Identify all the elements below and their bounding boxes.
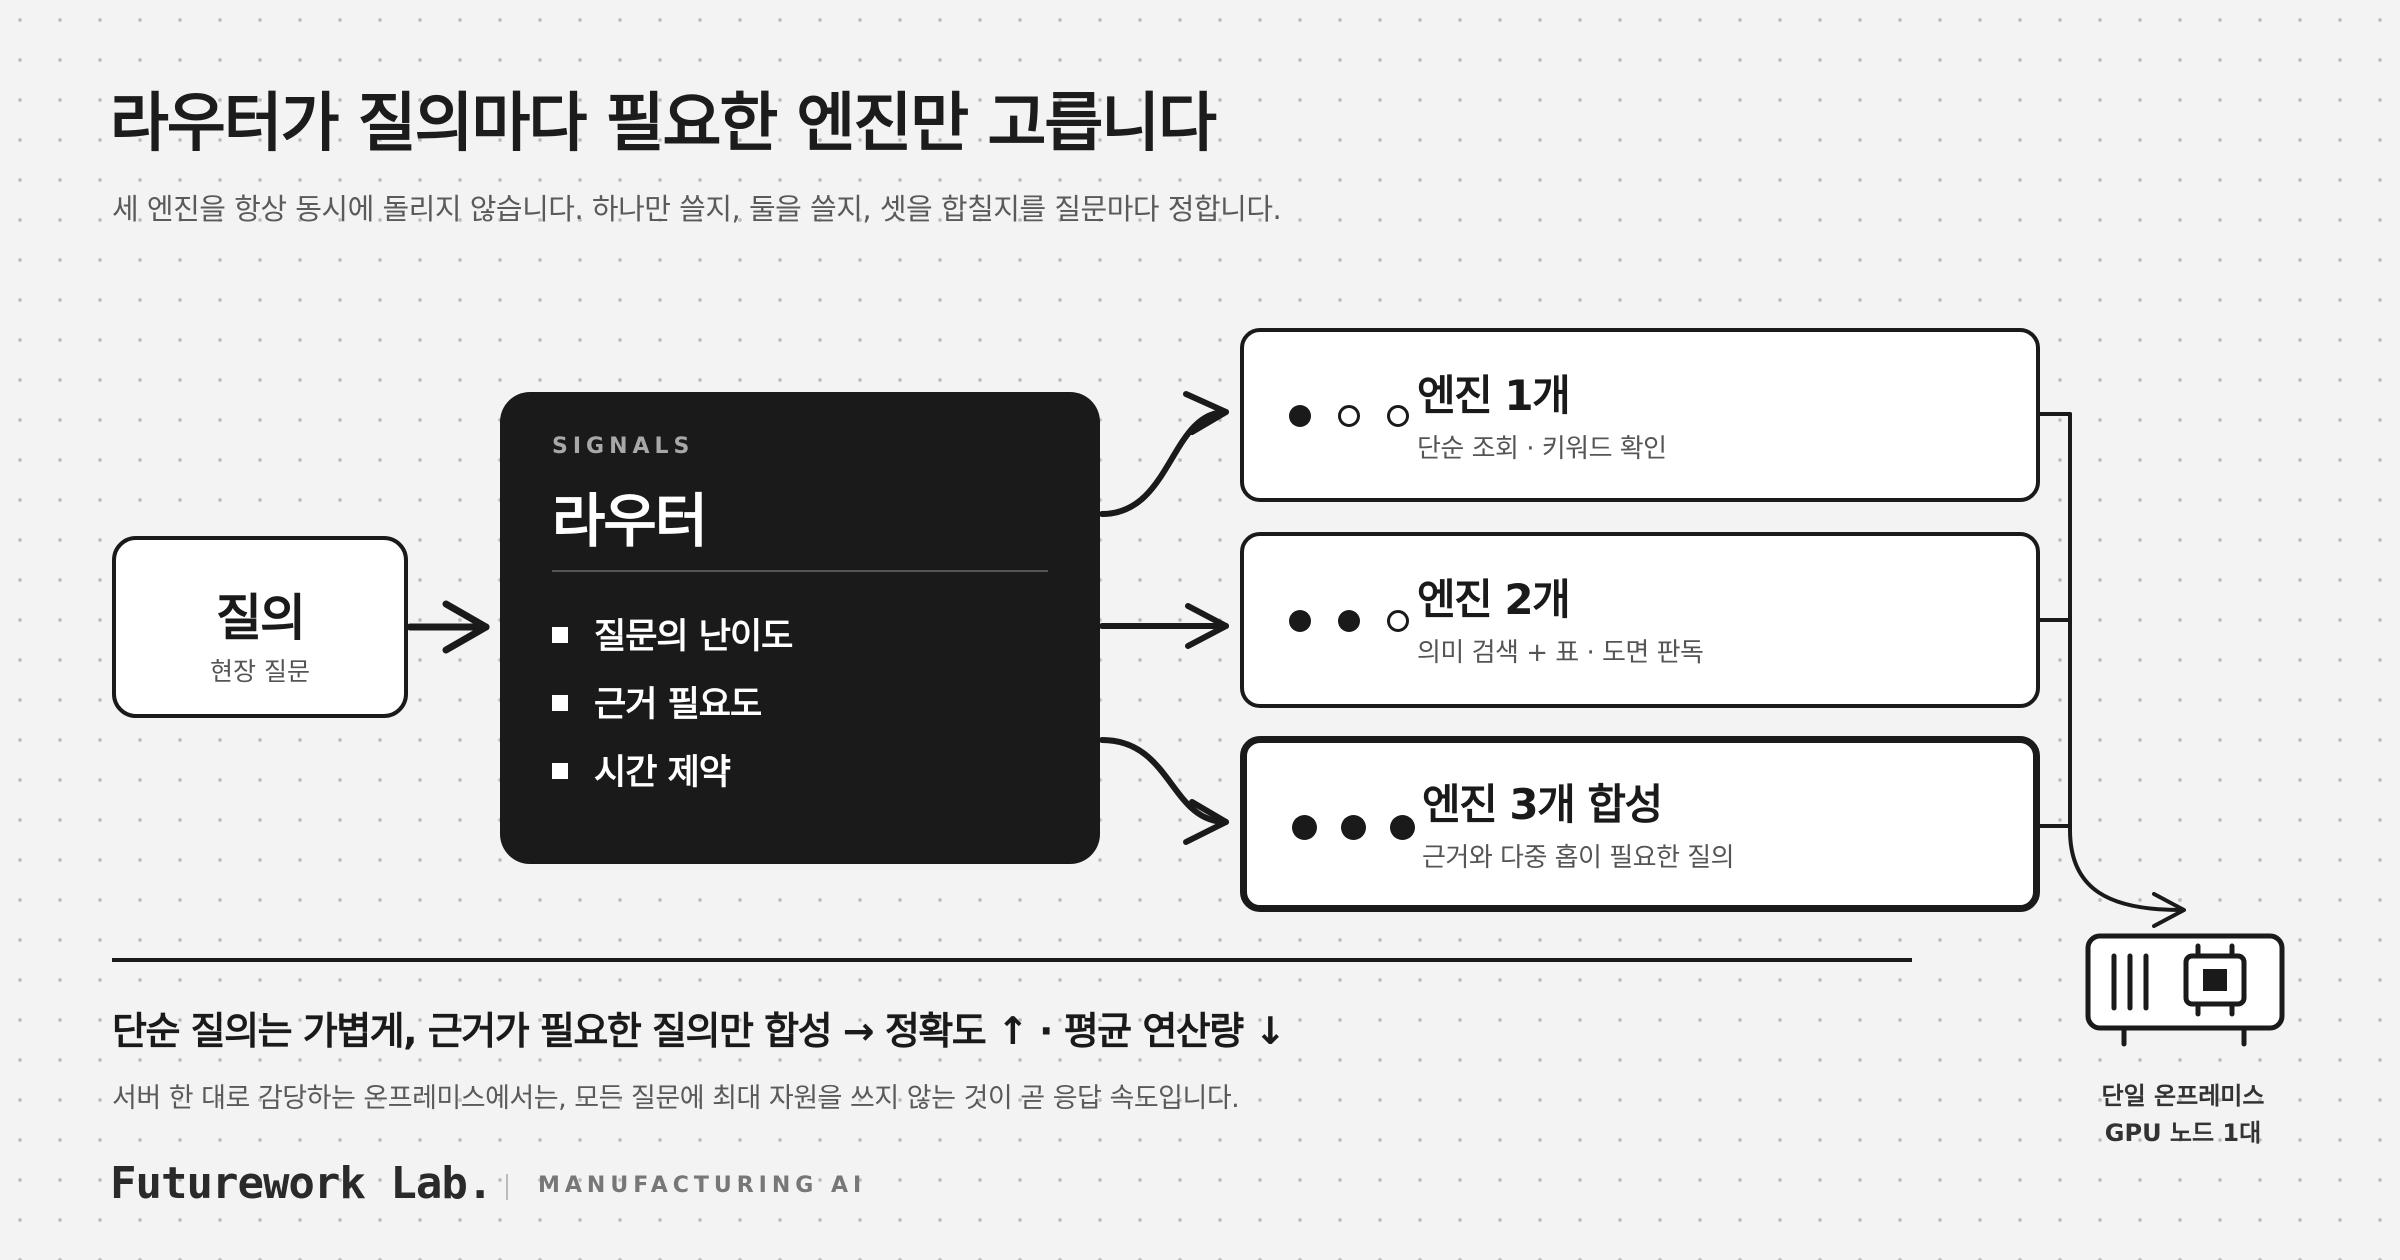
engine-dot-inactive: [1387, 405, 1409, 427]
bus-trunk: [2068, 412, 2182, 912]
engine-title: 엔진 2개: [1417, 575, 1571, 624]
engine-title: 엔진 3개 합성: [1422, 780, 1663, 829]
engine-dot-inactive: [1338, 405, 1360, 427]
signal-label: 근거 필요도: [594, 685, 762, 725]
signal-label: 질문의 난이도: [594, 617, 793, 657]
query-title: 질의: [216, 589, 306, 647]
engine-dot-active: [1390, 815, 1415, 840]
page-title: 라우터가 질의마다 필요한 엔진만 고릅니다: [110, 87, 1217, 161]
signal-label: 시간 제약: [594, 753, 731, 793]
summary-note: 서버 한 대로 감당하는 온프레미스에서는, 모든 질문에 최대 자원을 쓰지 …: [112, 1083, 1240, 1114]
query-card: 질의 현장 질문: [112, 536, 408, 718]
router-eyebrow: SIGNALS: [552, 434, 695, 459]
engine-subtitle: 단순 조회 · 키워드 확인: [1417, 434, 1667, 464]
engine-card-3: 엔진 3개 합성 근거와 다중 홉이 필요한 질의: [1240, 736, 2040, 912]
engine-dot-active: [1341, 815, 1366, 840]
query-subtitle: 현장 질문: [210, 657, 310, 686]
router-title: 라우터: [552, 487, 708, 555]
arrowhead-router-to-engine-1: [1183, 391, 1229, 435]
brand-separator: [506, 1174, 508, 1200]
engine-subtitle: 의미 검색 + 표 · 도면 판독: [1417, 638, 1704, 668]
engine-dot-active: [1289, 610, 1311, 632]
arrow-router-to-engine-3: [1099, 737, 1229, 825]
gpu-label: 단일 온프레미스 GPU 노드 1대: [2040, 1078, 2326, 1152]
section-divider: [112, 958, 1912, 962]
brand-tag: MANUFACTURING AI: [538, 1173, 867, 1198]
engine-title: 엔진 1개: [1417, 371, 1571, 420]
engine-dot-active: [1289, 405, 1311, 427]
gpu-label-line2: GPU 노드 1대: [2104, 1119, 2262, 1147]
engine-dot-active: [1338, 610, 1360, 632]
router-divider: [552, 570, 1048, 572]
page-subtitle: 세 엔진을 항상 동시에 돌리지 않습니다. 하나만 쓸지, 둘을 쓸지, 셋을…: [112, 192, 1282, 226]
bullet-square-icon: [552, 627, 568, 643]
bullet-square-icon: [552, 695, 568, 711]
engine-card-2: 엔진 2개 의미 검색 + 표 · 도면 판독: [1240, 532, 2040, 708]
signal-item: 질문의 난이도: [552, 608, 793, 659]
arrowhead-query-to-router: [442, 600, 490, 654]
signal-item: 근거 필요도: [552, 676, 762, 727]
arrowhead-to-gpu: [2152, 892, 2186, 928]
gpu-server-icon: [2085, 933, 2285, 1047]
brand-logo: Futurework Lab.: [110, 1158, 493, 1209]
engine-dot-inactive: [1387, 610, 1409, 632]
gpu-label-line1: 단일 온프레미스: [2101, 1082, 2265, 1110]
engine-dot-active: [1292, 815, 1317, 840]
engine-card-1: 엔진 1개 단순 조회 · 키워드 확인: [1240, 328, 2040, 502]
engine-subtitle: 근거와 다중 홉이 필요한 질의: [1422, 843, 1735, 873]
bullet-square-icon: [552, 763, 568, 779]
summary-headline: 단순 질의는 가볍게, 근거가 필요한 질의만 합성 → 정확도 ↑ · 평균 …: [112, 1009, 1286, 1053]
router-card: SIGNALS 라우터 질문의 난이도 근거 필요도 시간 제약: [500, 392, 1100, 864]
arrow-router-to-engine-1: [1099, 409, 1229, 517]
signal-item: 시간 제약: [552, 744, 731, 795]
arrowhead-router-to-engine-3: [1183, 799, 1229, 845]
arrowhead-router-to-engine-2: [1185, 603, 1229, 649]
